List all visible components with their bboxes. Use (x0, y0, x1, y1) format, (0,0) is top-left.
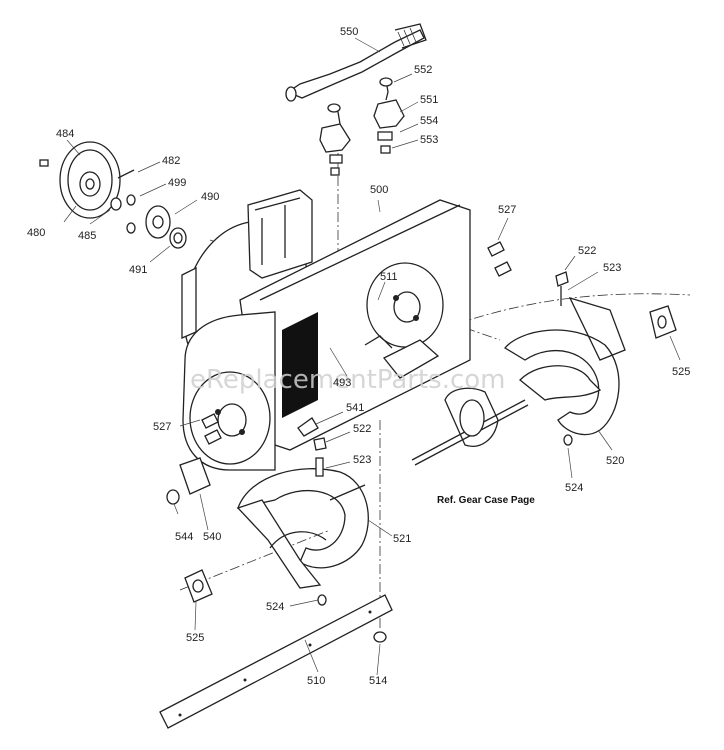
carriage-nut-514 (373, 631, 387, 643)
gear-case-reference-label: Ref. Gear Case Page (437, 495, 535, 506)
callout-480: 480 (27, 227, 45, 239)
callout-525-left: 525 (186, 632, 204, 644)
callout-522-left: 522 (353, 423, 371, 435)
housing-spacer (166, 457, 211, 505)
bearing-flange (145, 205, 187, 249)
callout-leaders (63, 37, 681, 676)
callout-493: 493 (333, 377, 351, 389)
callout-540: 540 (203, 531, 221, 543)
callout-485: 485 (78, 230, 96, 242)
callout-514: 514 (369, 675, 387, 687)
crank-bracket-right (373, 77, 405, 154)
callout-500: 500 (370, 184, 388, 196)
pulley-hardware (110, 169, 136, 234)
callout-523-left: 523 (353, 454, 371, 466)
housing-shadow (282, 312, 318, 418)
callout-482: 482 (162, 155, 180, 167)
callout-527-right: 527 (498, 204, 516, 216)
chute-crank-rod (285, 23, 427, 102)
callout-551: 551 (420, 94, 438, 106)
callout-544: 544 (175, 531, 193, 543)
left-auger (236, 468, 369, 606)
callout-550: 550 (340, 26, 358, 38)
housing-bolts (201, 241, 569, 445)
callout-554: 554 (420, 115, 438, 127)
callout-490: 490 (201, 191, 219, 203)
scraper-bar (159, 594, 393, 729)
callout-553: 553 (420, 134, 438, 146)
callout-524-left: 524 (266, 601, 284, 613)
flange-bearing-left (184, 569, 213, 603)
callout-511: 511 (380, 271, 398, 283)
callout-499: 499 (168, 177, 186, 189)
callout-552: 552 (414, 64, 432, 76)
callout-510: 510 (307, 675, 325, 687)
shear-pins (313, 437, 327, 477)
callout-521: 521 (393, 533, 411, 545)
callout-541: 541 (346, 402, 364, 414)
right-auger (504, 296, 626, 446)
callout-525-right: 525 (672, 366, 690, 378)
gear-case-assembly (364, 335, 529, 466)
drive-pulley (39, 141, 121, 219)
callout-523-right: 523 (603, 262, 621, 274)
callout-484: 484 (56, 128, 74, 140)
flange-bearing-right (649, 305, 677, 339)
watermark-text: eReplacementParts.com (190, 365, 506, 395)
callout-524-right: 524 (565, 482, 583, 494)
crank-bracket-left (319, 103, 351, 176)
auger-housing (181, 189, 471, 471)
callout-491: 491 (129, 264, 147, 276)
callout-527-left: 527 (153, 421, 171, 433)
callout-522-right: 522 (578, 245, 596, 257)
callout-520: 520 (606, 455, 624, 467)
